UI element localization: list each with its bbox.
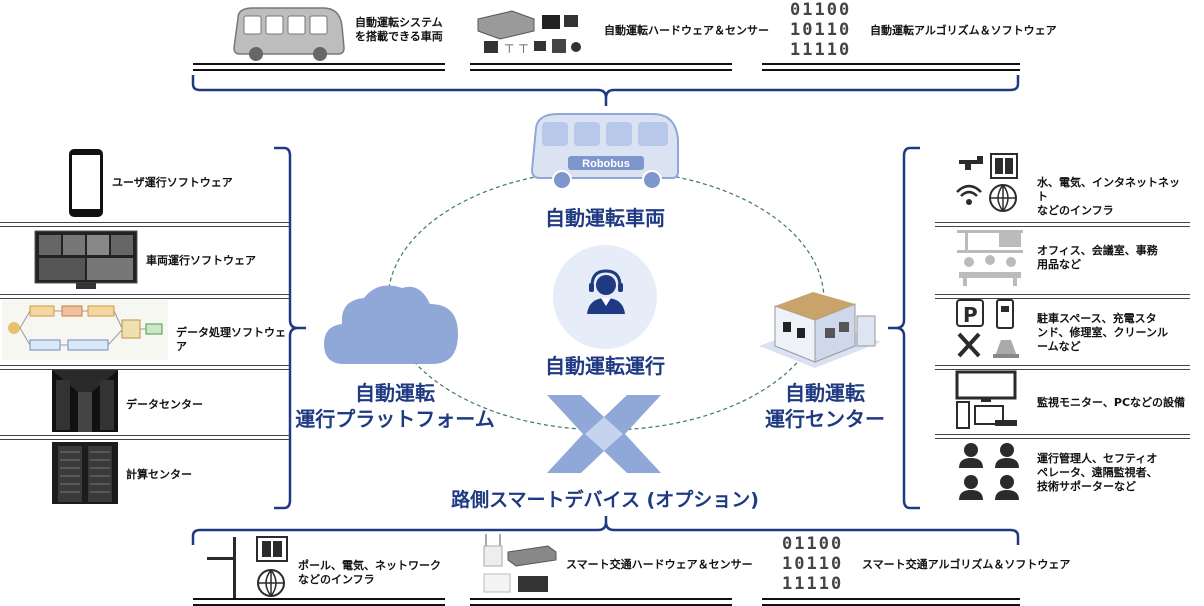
right-item-parking: P 駐車スペース、充電スタ ンド、修理室、クリーンル ームなど	[935, 298, 1190, 364]
top-algo-label: 自動運転アルゴリズム＆ソフトウェア	[870, 24, 1057, 37]
top-divider-2	[470, 63, 732, 71]
left-item-vehicle-software: 車両運行ソフトウェア	[0, 228, 290, 292]
right-divider	[935, 365, 1190, 370]
right-item-label: 水、電気、インタネットネット などのインフラ	[1037, 176, 1180, 217]
right-item-label: 監視モニター、PCなどの設備	[1037, 396, 1186, 409]
bottom-algo-label: スマート交通アルゴリズム＆ソフトウェア	[862, 558, 1071, 571]
right-item-infrastructure: 水、電気、インタネットネット などのインフラ	[935, 150, 1190, 220]
right-divider	[935, 222, 1190, 227]
top-hardware-label: 自動運転ハードウェア＆センサー	[604, 24, 769, 37]
bottom-hardware-label: スマート交通ハードウェア＆センサー	[566, 558, 753, 571]
headset-operator-icon	[587, 269, 625, 314]
robobus-text: Robobus	[582, 158, 630, 170]
vehicle-title: 自動運転車両	[545, 206, 665, 230]
people-group-icon	[959, 443, 1019, 500]
left-item-label: 計算センター	[126, 468, 192, 481]
left-item-label: データ処理ソフトウェア	[176, 326, 286, 353]
right-item-label: 運行管理人、セフティオ ペレータ、遠隔監視者、 技術サポーターなど	[1037, 452, 1158, 493]
pole-infrastructure-icon	[207, 536, 288, 599]
left-divider	[0, 222, 290, 227]
smart-traffic-hardware-icon	[483, 534, 557, 593]
right-item-staff: 運行管理人、セフティオ ペレータ、遠隔監視者、 技術サポーターなど	[935, 440, 1190, 506]
gray-bus-icon	[233, 7, 345, 61]
center-title: 自動運転 運行センター	[765, 381, 885, 431]
left-item-label: ユーザ運行ソフトウェア	[112, 176, 233, 189]
operation-title: 自動運転運行	[545, 354, 665, 378]
parking-charging-icon: P	[956, 299, 1019, 358]
hardware-sensors-icon: ⊤ ⊤	[477, 10, 581, 56]
left-divider	[0, 294, 290, 299]
right-divider	[935, 434, 1190, 439]
utilities-icon	[956, 153, 1018, 212]
right-divider	[935, 294, 1190, 299]
top-vehicle-label: 自動運転システム を搭載できる車両	[355, 16, 443, 43]
crossroad-icon	[547, 395, 661, 473]
left-item-user-software: ユーザ運行ソフトウェア	[0, 146, 290, 220]
svg-text:P: P	[963, 303, 978, 327]
data-flow-chart-icon	[2, 300, 168, 360]
top-divider-3	[762, 63, 1020, 71]
platform-title: 自動運転 運行プラットフォーム	[295, 381, 495, 431]
building-icon	[759, 292, 881, 368]
left-item-compute-center: 計算センター	[0, 440, 290, 504]
roadside-title: 路側スマートデバイス (オプション)	[451, 489, 759, 511]
smartphone-icon	[69, 149, 103, 217]
monitor-pc-icon	[955, 370, 1017, 429]
monitor-dashboard-icon	[34, 230, 138, 289]
right-item-label: オフィス、会議室、事務 用品など	[1037, 244, 1158, 271]
right-item-monitoring-equipment: 監視モニター、PCなどの設備	[935, 370, 1190, 432]
left-item-data-center: データセンター	[0, 370, 290, 434]
server-rack-icon	[52, 442, 118, 504]
left-item-label: 車両運行ソフトウェア	[146, 254, 256, 267]
cloud-icon	[324, 285, 458, 364]
left-divider	[0, 435, 290, 440]
right-item-office: オフィス、会議室、事務 用品など	[935, 228, 1190, 292]
robobus-icon	[530, 113, 679, 190]
left-divider	[0, 365, 290, 370]
top-divider-1	[193, 63, 445, 71]
bottom-infra-label: ポール、電気、ネットワーク などのインフラ	[298, 559, 441, 586]
right-item-label: 駐車スペース、充電スタ ンド、修理室、クリーンル ームなど	[1037, 312, 1169, 353]
operator-circle	[553, 245, 657, 349]
server-room-icon	[52, 370, 118, 432]
svg-text:⊤ ⊤: ⊤ ⊤	[504, 42, 529, 56]
left-item-data-software: データ処理ソフトウェア	[0, 298, 290, 362]
left-item-label: データセンター	[126, 398, 203, 411]
office-meeting-icon	[957, 230, 1023, 286]
